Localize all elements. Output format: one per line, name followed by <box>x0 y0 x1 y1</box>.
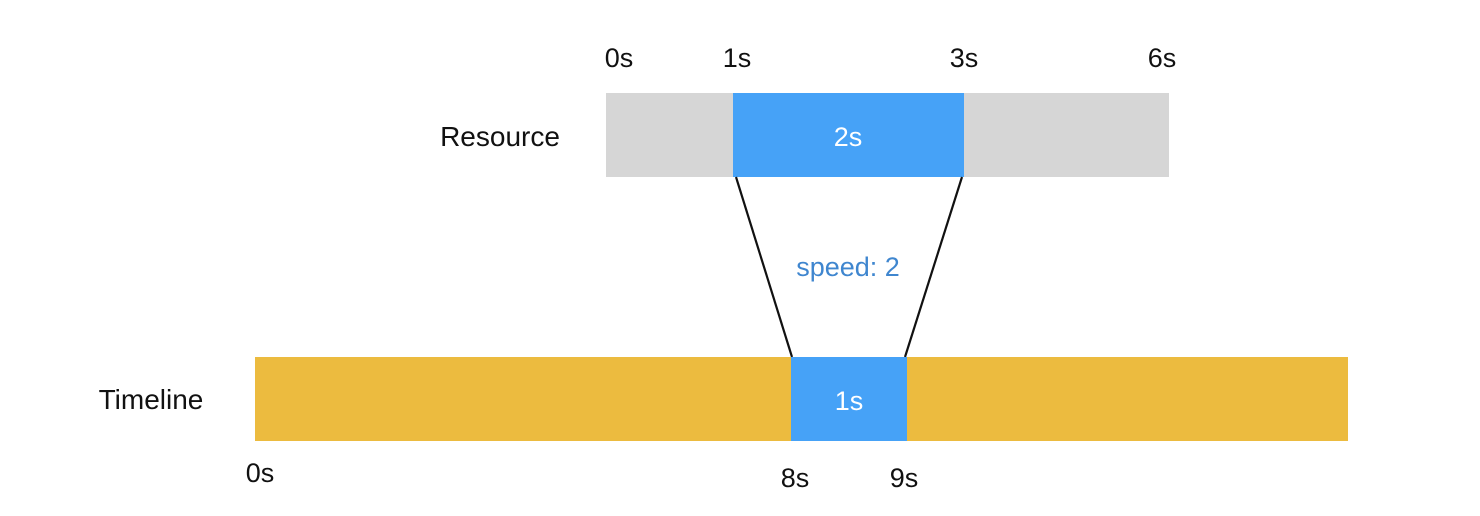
timeline-label: Timeline <box>99 384 204 415</box>
resource-tick-label: 6s <box>1148 43 1177 73</box>
speed-label: speed: 2 <box>796 252 900 282</box>
resource-tick-label: 3s <box>950 43 979 73</box>
timeline-tick-label: 9s <box>890 463 919 493</box>
timeline-segment-label: 1s <box>835 386 864 416</box>
timeline-tick-label: 8s <box>781 463 810 493</box>
resource-label: Resource <box>440 121 560 152</box>
resource-tick-label: 0s <box>605 43 634 73</box>
resource-segment <box>733 93 964 177</box>
connector-line-left <box>734 176 794 358</box>
connector-line-right <box>903 176 964 358</box>
resource-segment-label: 2s <box>834 122 863 152</box>
resource-tick-label: 1s <box>723 43 752 73</box>
timeline-tick-label: 0s <box>246 458 275 488</box>
timeline-segment <box>791 357 907 441</box>
